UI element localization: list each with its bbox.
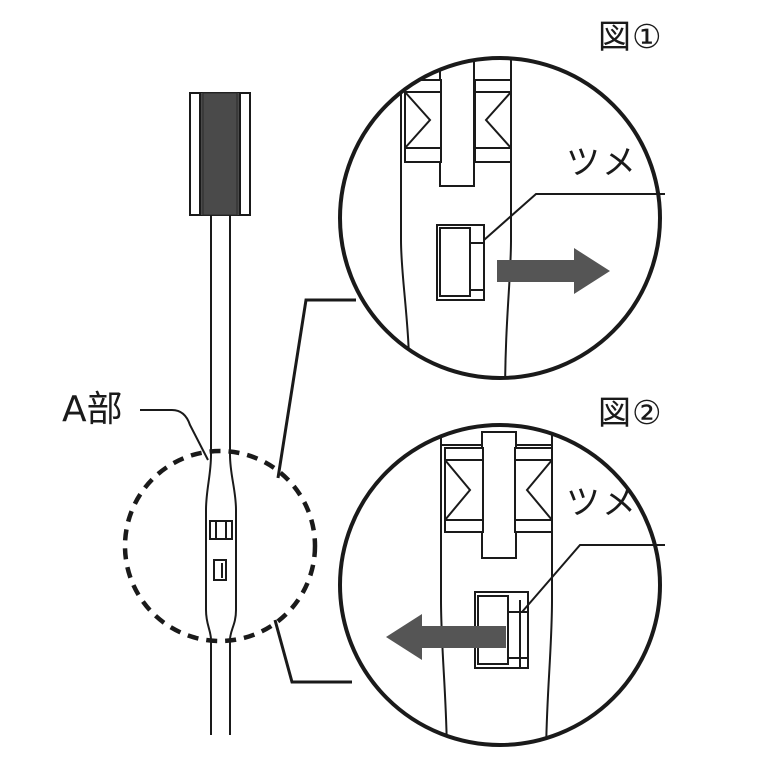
connector-to-fig2 (273, 619, 352, 684)
fig2-arrow-left-icon (386, 614, 506, 660)
rod-assembly (189, 92, 251, 735)
fig1-left-window (404, 79, 442, 163)
fig2-tsume-leader (521, 544, 665, 613)
fig2-tsume-label: ツメ (566, 483, 638, 523)
fig1-label: 図① (598, 17, 663, 56)
fig1-arrow-right-icon (497, 248, 610, 294)
rod-upper (210, 215, 231, 455)
part-a-leader-line (140, 409, 209, 461)
rod-joint (205, 454, 237, 641)
fig2-zoom (338, 423, 665, 747)
fig1-latch (436, 224, 485, 301)
handle-block (189, 92, 251, 216)
fig1-zoom (338, 56, 665, 380)
fig1-tsume-leader (483, 193, 665, 241)
fig2-left-window (444, 447, 484, 533)
fig1-right-window (474, 79, 512, 163)
rod-lower (210, 640, 231, 735)
connector-to-fig1 (276, 298, 356, 479)
part-a-dashed-circle (122, 448, 318, 644)
fig2-label: 図② (598, 393, 663, 432)
fig2-right-window (514, 447, 553, 533)
part-a-label: A部 (62, 389, 123, 430)
fig1-tsume-label: ツメ (566, 143, 638, 183)
